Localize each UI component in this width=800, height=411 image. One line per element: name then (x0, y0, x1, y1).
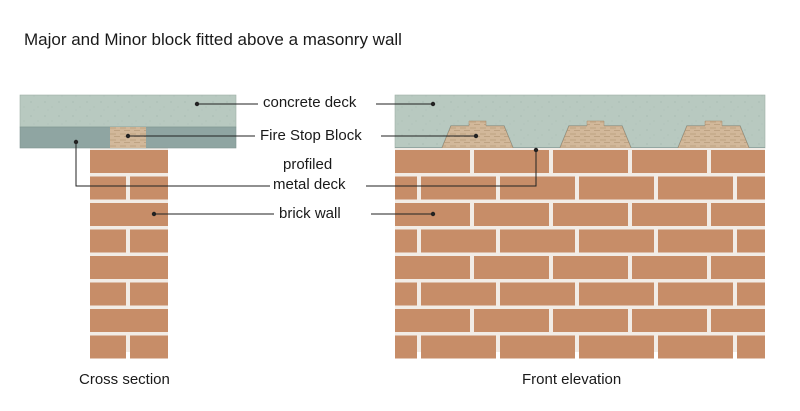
brick (421, 335, 496, 359)
brick (474, 150, 549, 173)
brick (579, 335, 654, 359)
brick (474, 309, 549, 332)
brick (130, 282, 168, 306)
brick (474, 203, 549, 226)
brick (553, 203, 628, 226)
brick (421, 282, 496, 306)
brick (90, 150, 168, 173)
label-profiled-line1: profiled (283, 156, 333, 173)
brick (130, 176, 168, 200)
label-concrete-deck: concrete deck (263, 94, 357, 111)
brick (632, 203, 707, 226)
brick (90, 309, 168, 332)
caption-cross-section: Cross section (79, 371, 170, 388)
brick (632, 256, 707, 279)
brick (579, 282, 654, 306)
brick (658, 229, 733, 253)
brick (632, 150, 707, 173)
brick (737, 335, 765, 359)
brick (474, 256, 549, 279)
brick (579, 229, 654, 253)
brick (711, 309, 765, 332)
brick (90, 176, 126, 200)
brick (90, 203, 168, 226)
brick (130, 229, 168, 253)
brick (737, 282, 765, 306)
brick (737, 229, 765, 253)
brick (90, 229, 126, 253)
brick (395, 229, 417, 253)
label-fire-stop-block: Fire Stop Block (260, 127, 362, 144)
leader-lines (75, 103, 537, 215)
brick (395, 309, 470, 332)
fire-stop-block (677, 120, 750, 149)
cross-section-brick-wall (90, 148, 168, 359)
front-elevation (394, 94, 766, 359)
brick (737, 176, 765, 200)
front-brick-wall (395, 148, 765, 359)
brick (421, 229, 496, 253)
leader-dots (73, 101, 539, 217)
brick (500, 335, 575, 359)
label-profiled-line2: metal deck (273, 176, 346, 193)
brick (395, 256, 470, 279)
diagram-title: Major and Minor block fitted above a mas… (24, 30, 402, 49)
fire-stop-block (559, 120, 632, 149)
label-brick-wall: brick wall (279, 205, 341, 222)
brick (500, 229, 575, 253)
brick (395, 282, 417, 306)
brick (658, 282, 733, 306)
brick (553, 309, 628, 332)
brick (130, 335, 168, 359)
brick (658, 176, 733, 200)
brick (500, 176, 575, 200)
caption-front-elevation: Front elevation (522, 371, 622, 388)
brick (658, 335, 733, 359)
brick (553, 150, 628, 173)
brick (90, 335, 126, 359)
brick (90, 282, 126, 306)
brick (711, 150, 765, 173)
brick (553, 256, 628, 279)
brick (90, 256, 168, 279)
brick (500, 282, 575, 306)
brick (421, 176, 496, 200)
brick (395, 176, 417, 200)
brick (711, 256, 765, 279)
brick (632, 309, 707, 332)
brick (711, 203, 765, 226)
brick (579, 176, 654, 200)
brick (395, 150, 470, 173)
brick (395, 335, 417, 359)
cross-section (19, 94, 237, 359)
